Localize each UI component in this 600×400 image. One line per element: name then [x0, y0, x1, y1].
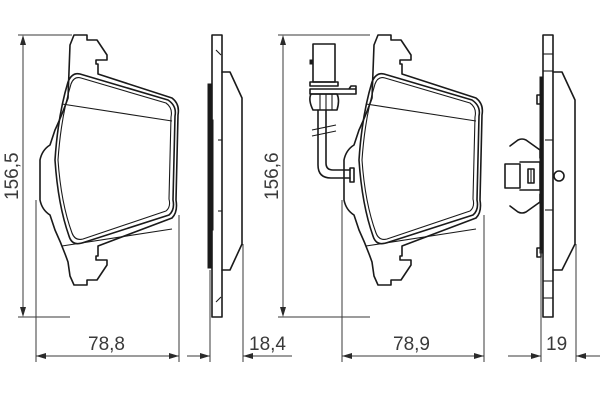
arrow-left-icon: [243, 353, 253, 359]
arrow-right-icon: [474, 353, 484, 359]
pad-1-friction-inner: [57, 77, 172, 240]
pad-2-chamfer-bottom: [365, 228, 477, 247]
clip-body: [504, 163, 521, 189]
dim-pad1-thick-label: 18,4: [249, 334, 286, 355]
arrow-left-icon: [576, 353, 586, 359]
sensor-cable: [317, 109, 351, 179]
arrow-down-icon: [20, 307, 26, 317]
pad-1-side-divider: [215, 49, 222, 56]
arrow-up-icon: [280, 35, 286, 45]
arrow-left-icon: [342, 353, 352, 359]
dim-pad1-height-label: 156,5: [2, 152, 23, 200]
sensor-clip: [349, 167, 355, 183]
dim-pad1-width-label: 78,8: [88, 334, 125, 355]
clip-spring-bottom: [509, 193, 541, 214]
clip-arm: [519, 161, 541, 191]
arrow-down-icon: [280, 307, 286, 317]
sensor-grommet: [309, 93, 340, 111]
pad-2-side-view: [504, 34, 576, 318]
sensor-connector-body: [312, 43, 336, 83]
dim-pad2-width-label: 78,9: [393, 334, 430, 355]
retaining-clip: [504, 138, 541, 214]
cable-break-line-2: [311, 130, 337, 137]
sensor-connector-collar: [309, 81, 339, 87]
pad-1-backing-plate: [39, 34, 180, 286]
pad-2-side-shim-tab-2: [536, 247, 542, 258]
dim-pad2-thick-label: 19: [546, 334, 567, 355]
pad-2-side-lining: [552, 71, 576, 271]
pad-2-chamfer-top: [365, 103, 477, 122]
pad-1-front-view: [39, 34, 180, 286]
pad-1-side-view: [207, 34, 243, 318]
clip-spring-top: [509, 138, 541, 159]
pad-1-side-shim-inner: [210, 119, 214, 231]
wear-sensor: [309, 43, 357, 183]
dimensions: 156,5 78,8 18,4 156,6 78,9: [2, 34, 600, 362]
pad-2-backing-plate: [343, 34, 484, 286]
pad-1-friction-lining: [54, 72, 177, 245]
arrow-left-icon: [36, 353, 46, 359]
pad-1-chamfer-bottom: [61, 228, 173, 247]
sensor-connector-latch: [309, 59, 314, 65]
pad-2-side-shim-tab-1: [536, 94, 542, 105]
pad-2-side-hole: [553, 170, 565, 182]
arrow-right-icon: [531, 353, 541, 359]
pad-1-side-divider-2: [215, 296, 222, 303]
arrow-up-icon: [20, 35, 26, 45]
pad-2-side-backing: [542, 34, 554, 318]
sensor-cable-inner: [325, 109, 351, 171]
cable-break-line-1: [311, 124, 337, 131]
pad-1-chamfer-top: [61, 103, 173, 122]
dim-pad2-height-label: 156,6: [262, 152, 283, 200]
pad-2-friction-inner: [361, 77, 476, 240]
pad-2-front-view: [309, 34, 484, 286]
pad-1-side-lining: [221, 71, 243, 271]
sensor-connector-tab: [309, 85, 357, 95]
arrow-right-icon: [200, 353, 210, 359]
arrow-right-icon: [169, 353, 179, 359]
pad-2-friction-lining: [358, 72, 481, 245]
